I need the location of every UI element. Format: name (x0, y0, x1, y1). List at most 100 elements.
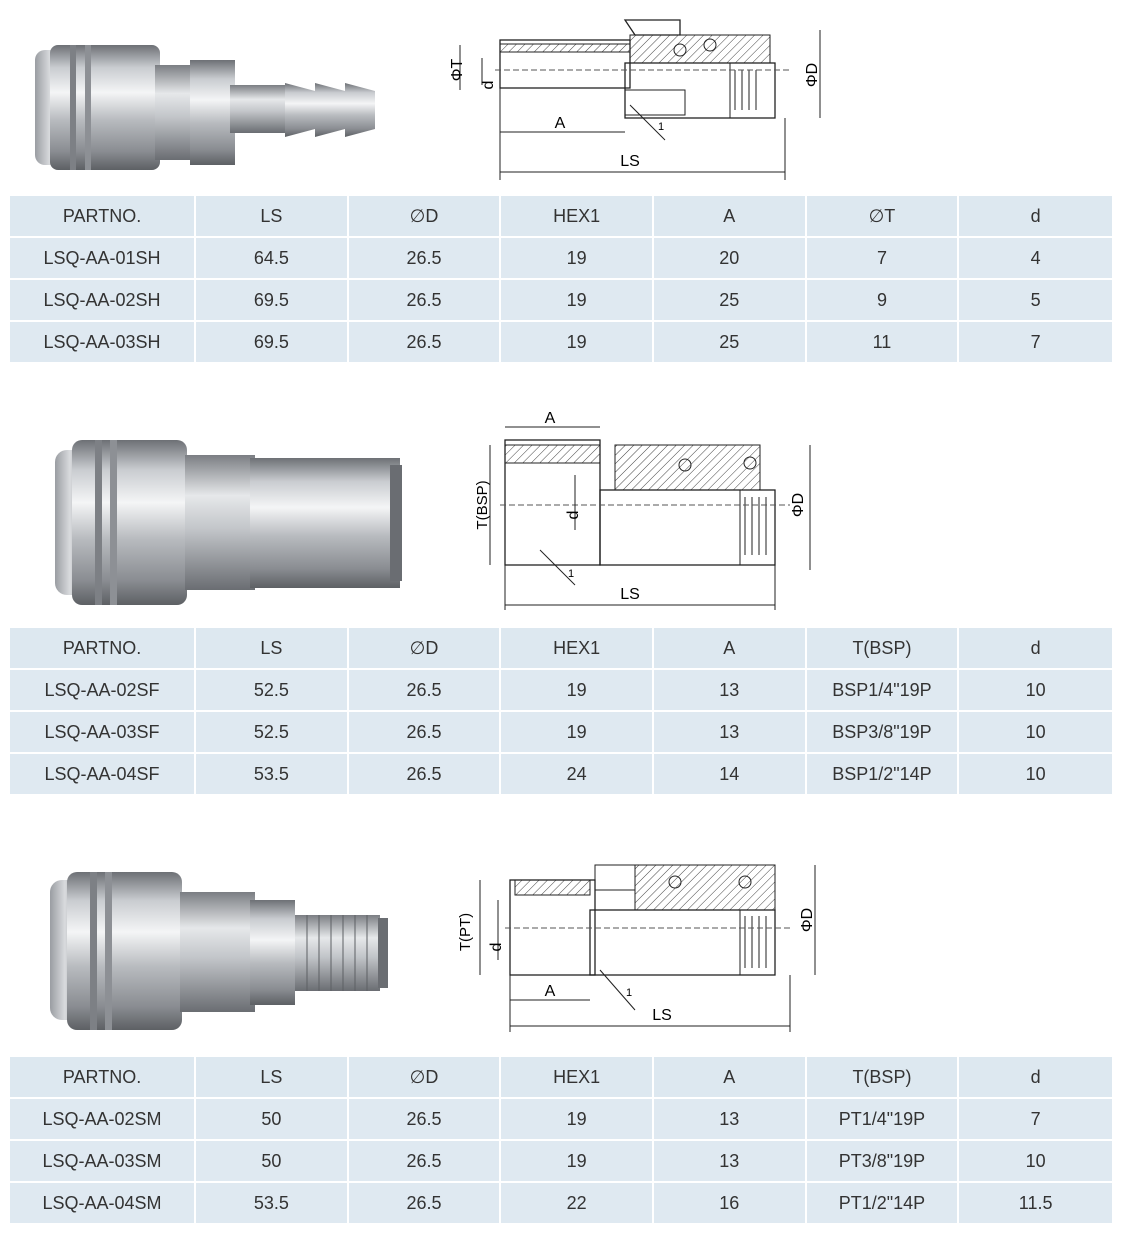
header-cell: PARTNO. (10, 1057, 197, 1099)
dim-A: A (545, 983, 556, 1000)
cell: 10 (959, 1141, 1112, 1183)
cell: 11 (806, 322, 960, 362)
cell: 7 (959, 322, 1112, 362)
table-header-row: PARTNO. LS ∅D HEX1 A T(BSP) d (10, 628, 1112, 670)
cell: LSQ-AA-03SF (10, 712, 197, 754)
cell: LSQ-AA-02SF (10, 670, 197, 712)
cell: 19 (501, 1099, 654, 1141)
cell: 13 (653, 1099, 807, 1141)
table-header-row: PARTNO. LS ∅D HEX1 A T(BSP) d (10, 1057, 1112, 1099)
technical-drawing-male-thread: T(PT) d ΦD A LS 1 (457, 864, 816, 1032)
table-row: LSQ-AA-01SH 64.5 26.5 19 20 7 4 (10, 238, 1112, 280)
dim-LS: LS (620, 586, 640, 603)
header-cell: d (959, 196, 1112, 238)
cell: 24 (501, 754, 654, 794)
header-cell: PARTNO. (10, 628, 197, 670)
header-cell: HEX1 (501, 1057, 654, 1099)
cell: 5 (959, 280, 1112, 322)
cell: 19 (501, 280, 654, 322)
header-cell: d (959, 628, 1112, 670)
cell: BSP3/8"19P (806, 712, 960, 754)
cell: BSP1/4"19P (806, 670, 960, 712)
header-cell: d (959, 1057, 1112, 1099)
table-row: LSQ-AA-04SM 53.5 26.5 22 16 PT1/2"14P 11… (10, 1183, 1112, 1223)
cell: 13 (653, 1141, 807, 1183)
cell: 50 (196, 1141, 349, 1183)
dim-A: A (545, 410, 556, 427)
cell: 26.5 (348, 322, 502, 362)
header-cell: A (653, 1057, 807, 1099)
cell: 10 (959, 754, 1112, 794)
cell: 52.5 (196, 670, 349, 712)
cell: 19 (501, 1141, 654, 1183)
cell: 69.5 (196, 322, 349, 362)
cell: 52.5 (196, 712, 349, 754)
cell: 19 (501, 712, 654, 754)
cell: 19 (501, 238, 654, 280)
cell: BSP1/2"14P (806, 754, 960, 794)
cell: LSQ-AA-02SM (10, 1099, 197, 1141)
cell: 26.5 (348, 712, 502, 754)
section-male-thread: T(PT) d ΦD A LS 1 PARTNO. LS ∅D HEX1 A T… (0, 835, 1130, 1235)
header-cell: LS (196, 1057, 349, 1099)
cell: 26.5 (348, 670, 502, 712)
cell: PT1/2"14P (806, 1183, 960, 1223)
cell: 7 (959, 1099, 1112, 1141)
dim-LS: LS (652, 1007, 672, 1024)
cell: 50 (196, 1099, 349, 1141)
table-row: LSQ-AA-02SF 52.5 26.5 19 13 BSP1/4"19P 1… (10, 670, 1112, 712)
cell: 4 (959, 238, 1112, 280)
dim-phiD: ΦD (790, 493, 807, 517)
spec-table-hose-barb: PARTNO. LS ∅D HEX1 A ∅T d LSQ-AA-01SH 64… (10, 196, 1112, 362)
cell: 22 (501, 1183, 654, 1223)
dim-phiD: ΦD (804, 63, 821, 87)
header-cell: ∅D (348, 1057, 502, 1099)
cell: LSQ-AA-02SH (10, 280, 197, 322)
table-row: LSQ-AA-03SH 69.5 26.5 19 25 11 7 (10, 322, 1112, 362)
dim-d: d (480, 81, 497, 90)
cell: 26.5 (348, 1183, 502, 1223)
header-cell: T(BSP) (806, 628, 960, 670)
cell: 64.5 (196, 238, 349, 280)
table-row: LSQ-AA-02SM 50 26.5 19 13 PT1/4"19P 7 (10, 1099, 1112, 1141)
dim-hex-marker: 1 (568, 568, 574, 580)
table-row: LSQ-AA-04SF 53.5 26.5 24 14 BSP1/2"14P 1… (10, 754, 1112, 794)
dim-A: A (555, 115, 566, 132)
spec-table-female-thread: PARTNO. LS ∅D HEX1 A T(BSP) d LSQ-AA-02S… (10, 628, 1112, 794)
header-cell: LS (196, 628, 349, 670)
product-photo-female-thread (55, 440, 402, 605)
cell: 26.5 (348, 1099, 502, 1141)
section-hose-barb: ΦT d ΦD A LS 1 PARTNO. LS ∅D HEX1 A ∅T d… (0, 0, 1130, 380)
header-cell: PARTNO. (10, 196, 197, 238)
cell: 26.5 (348, 238, 502, 280)
cell: 26.5 (348, 1141, 502, 1183)
dim-phiT: ΦT (449, 59, 466, 82)
cell: 9 (806, 280, 960, 322)
dim-hex-marker: 1 (658, 121, 664, 133)
header-cell: ∅D (348, 196, 502, 238)
cell: 11.5 (959, 1183, 1112, 1223)
cell: 69.5 (196, 280, 349, 322)
header-cell: LS (196, 196, 349, 238)
header-cell: A (653, 628, 807, 670)
cell: LSQ-AA-01SH (10, 238, 197, 280)
cell: 53.5 (196, 754, 349, 794)
table-header-row: PARTNO. LS ∅D HEX1 A ∅T d (10, 196, 1112, 238)
header-cell: ∅D (348, 628, 502, 670)
cell: 13 (653, 670, 807, 712)
cell: 10 (959, 712, 1112, 754)
dim-d: d (565, 511, 582, 520)
header-cell: ∅T (806, 196, 960, 238)
table-row: LSQ-AA-02SH 69.5 26.5 19 25 9 5 (10, 280, 1112, 322)
cell: 25 (653, 322, 807, 362)
dim-phiD: ΦD (799, 908, 816, 932)
cell: 25 (653, 280, 807, 322)
dim-T: T(PT) (457, 913, 474, 951)
cell: 16 (653, 1183, 807, 1223)
dim-LS: LS (620, 153, 640, 170)
section-female-thread: A T(BSP) d ΦD LS 1 PARTNO. LS ∅D HEX1 A … (0, 400, 1130, 810)
table-row: LSQ-AA-03SM 50 26.5 19 13 PT3/8"19P 10 (10, 1141, 1112, 1183)
cell: 26.5 (348, 280, 502, 322)
product-photo-male-thread (50, 872, 388, 1030)
cell: 7 (806, 238, 960, 280)
